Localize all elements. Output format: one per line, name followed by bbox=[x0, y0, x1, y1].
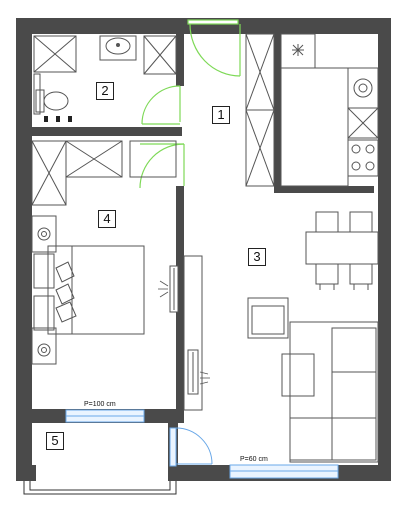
kitchen bbox=[280, 33, 379, 187]
room-number-2: 2 bbox=[96, 82, 114, 100]
coffee-table bbox=[281, 353, 315, 397]
armchair bbox=[247, 297, 289, 339]
shower bbox=[33, 35, 77, 73]
living-furniture bbox=[169, 255, 379, 463]
room-number-1: 1 bbox=[212, 106, 230, 124]
stove bbox=[347, 139, 379, 177]
tv-unit bbox=[183, 255, 203, 411]
doors bbox=[139, 19, 241, 189]
hall-wardrobe bbox=[245, 33, 275, 187]
windows bbox=[65, 409, 339, 479]
dining-set bbox=[305, 211, 379, 290]
window-label-balcony: P=100 cm bbox=[84, 401, 116, 408]
bedroom-furniture bbox=[31, 140, 177, 365]
room-number-4: 4 bbox=[98, 210, 116, 228]
window-label-living: P=60 cm bbox=[240, 456, 268, 463]
dining-table bbox=[305, 231, 379, 265]
bathroom-fixtures bbox=[33, 35, 177, 122]
lamp-icons bbox=[158, 280, 210, 385]
washing-machine bbox=[143, 35, 177, 75]
room-number-5: 5 bbox=[46, 432, 64, 450]
sink bbox=[99, 35, 137, 61]
balcony bbox=[23, 481, 177, 495]
sofa bbox=[289, 321, 379, 463]
room-number-3: 3 bbox=[248, 248, 266, 266]
kitchen-sink-icon bbox=[353, 78, 373, 98]
bed bbox=[47, 245, 145, 335]
